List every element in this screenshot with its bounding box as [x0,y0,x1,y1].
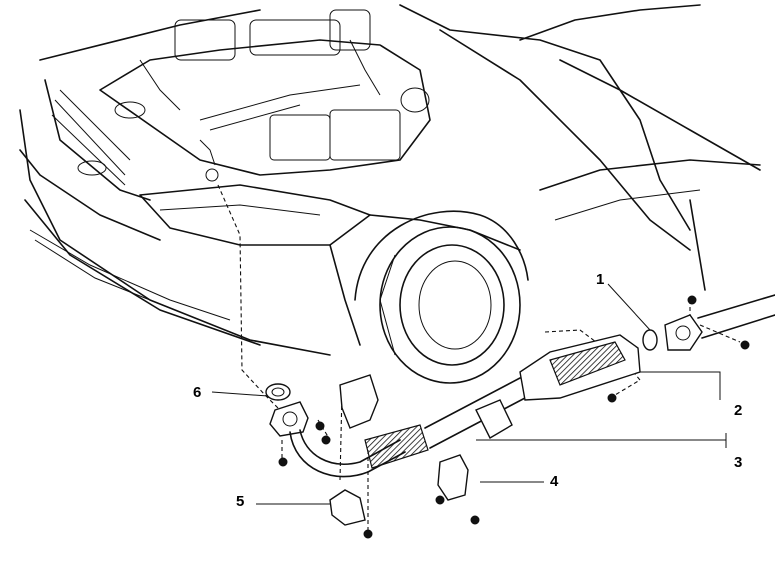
callout-5: 5 [236,493,245,510]
gasket-front [265,383,291,401]
leader-lines [217,184,741,530]
front-flange [269,401,309,437]
callout-2: 2 [734,402,743,419]
mid-hanger [475,399,513,439]
gasket-rear [642,329,658,351]
callout-4: 4 [550,473,559,490]
car-body [19,4,761,384]
rear-flange [664,314,703,351]
callout-lines [211,283,727,505]
engine-bay [99,9,431,182]
callout-1: 1 [596,271,605,288]
front-converter [364,424,429,469]
callout-6: 6 [193,384,202,401]
callout-3: 3 [734,454,743,471]
lower-clamp [329,489,366,526]
exhaust-assembly [265,294,775,539]
insulator [437,454,469,501]
upper-bracket [339,374,379,429]
